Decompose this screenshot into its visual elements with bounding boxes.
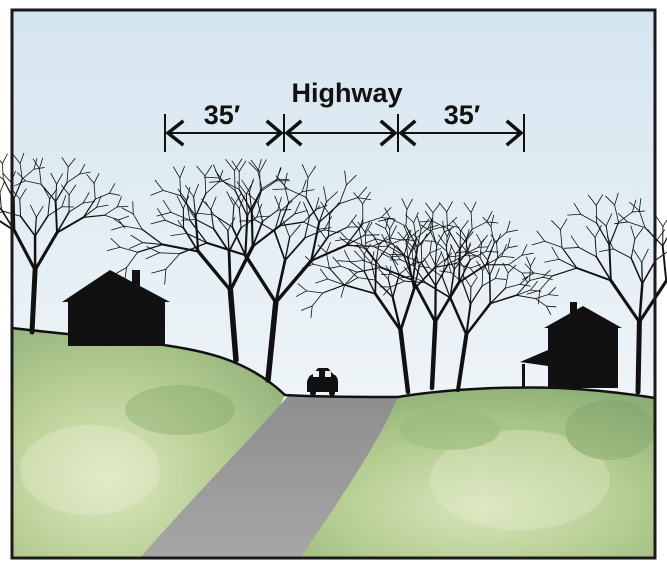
tree-branch [0,181,5,192]
tree-branch [447,237,448,251]
tree-branch [229,252,230,290]
tree-branch [490,275,491,303]
tree-branch [663,246,667,281]
left-setback-label: 35′ [204,100,241,130]
tree-branch [252,211,253,246]
right-setback-label: 35′ [444,100,481,130]
tree-branch [375,262,376,293]
tree-branch [656,249,667,260]
tree-branch [32,270,35,332]
tree-branch [2,154,7,164]
tree-branch [482,270,483,286]
highway-label: Highway [291,78,402,108]
tree-branch [663,215,667,227]
tree-branch [638,322,639,392]
tree-branch [642,262,643,283]
tree-branch [2,164,3,180]
tree-branch [0,193,1,210]
tree-branch [459,249,460,282]
tree-branch [460,231,461,249]
tree-branch [0,155,2,164]
